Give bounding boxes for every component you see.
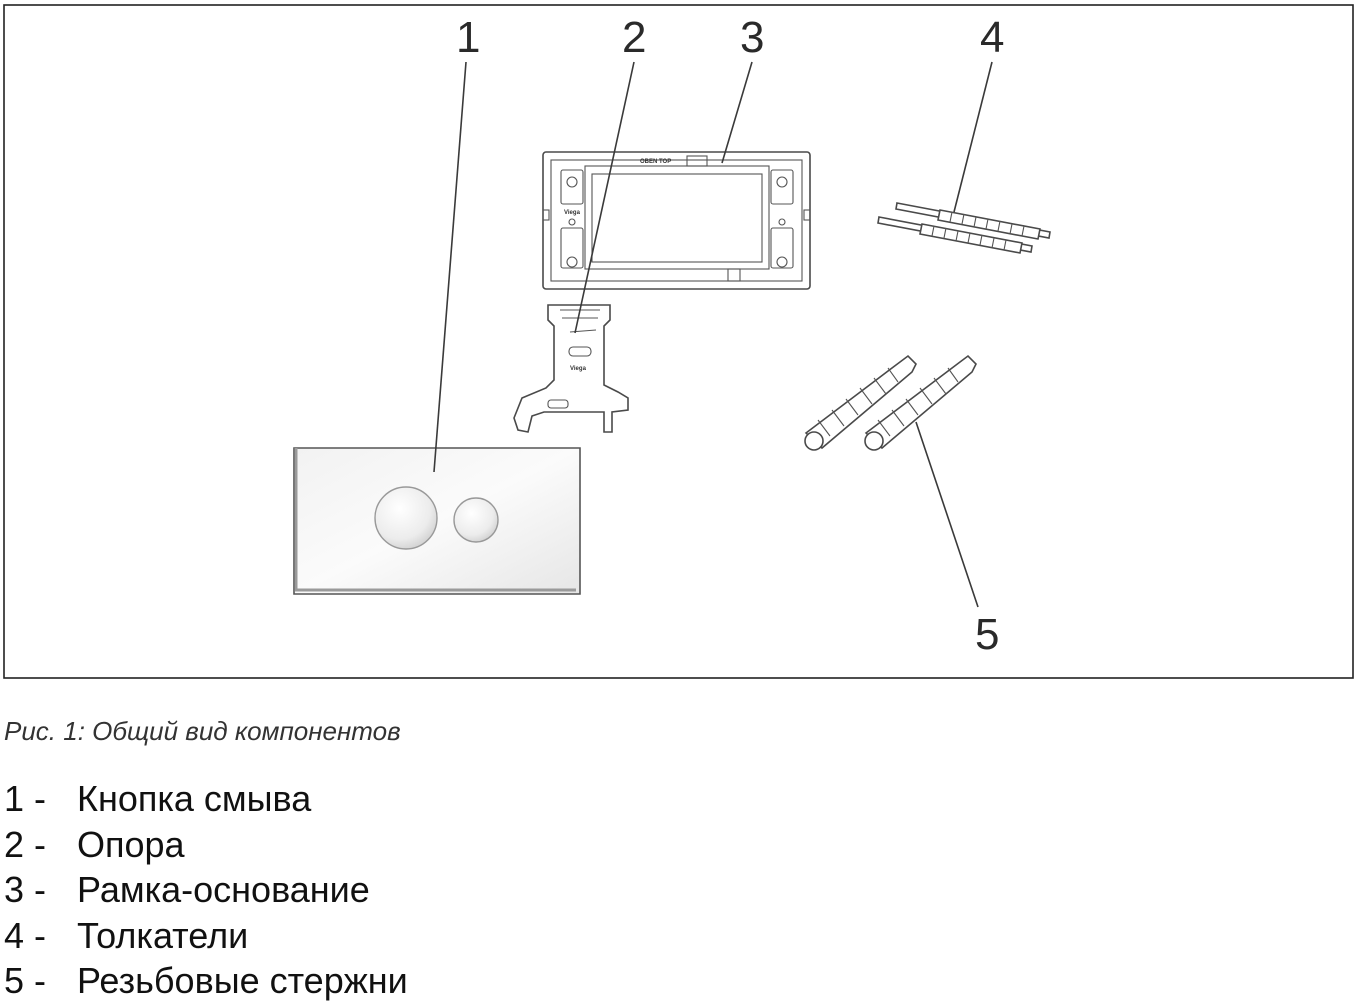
legend-number: 2 - xyxy=(4,823,47,865)
callout-5: 5 xyxy=(975,610,999,659)
legend-item: 2 - Опора xyxy=(4,822,408,868)
components-diagram: OBEN TOP Viega Viega xyxy=(3,4,1354,679)
large-flush-button xyxy=(374,486,438,550)
threaded-rods xyxy=(804,354,977,451)
callout-2: 2 xyxy=(622,13,646,62)
callout-4: 4 xyxy=(980,13,1004,62)
legend-item: 3 - Рамка-основание xyxy=(4,867,408,913)
frame-brand-mark: Viega xyxy=(564,210,581,216)
legend-text: Рамка-основание xyxy=(77,869,370,910)
legend-item: 4 - Толкатели xyxy=(4,913,408,959)
legend-number: 3 - xyxy=(4,869,47,910)
legend-number: 1 - xyxy=(4,778,47,819)
leader-line-1 xyxy=(433,61,467,473)
legend-number: 4 - xyxy=(4,914,47,956)
legend-text: Кнопка смыва xyxy=(77,778,312,819)
figure-border xyxy=(3,4,1354,679)
callout-3: 3 xyxy=(740,13,764,62)
leader-line-5 xyxy=(915,421,979,608)
components-legend: 1 - Кнопка смыва 2 - Опора 3 - Рамка-основа… xyxy=(4,776,408,1004)
legend-item: 5 - Резьбовые стержни xyxy=(4,958,408,1004)
mounting-frame: OBEN TOP Viega xyxy=(542,151,811,290)
bracket-brand-mark: Viega xyxy=(570,366,587,372)
small-flush-button xyxy=(453,497,499,543)
legend-item: 1 - Кнопка смыва xyxy=(4,776,408,822)
callout-1: 1 xyxy=(456,13,480,62)
leader-line-2 xyxy=(574,61,635,334)
frame-top-label: OBEN TOP xyxy=(640,159,671,165)
legend-number: 5 - xyxy=(4,960,47,1001)
push-rods xyxy=(877,202,1051,254)
flush-plate xyxy=(293,447,581,595)
leader-line-4 xyxy=(953,61,993,213)
legend-text: Опора xyxy=(77,823,185,865)
leader-line-3 xyxy=(721,61,753,164)
support-bracket: Viega xyxy=(513,304,629,433)
legend-text: Резьбовые стержни xyxy=(77,960,408,1001)
legend-text: Толкатели xyxy=(77,914,249,956)
figure-caption: Рис. 1: Общий вид компонентов xyxy=(4,716,401,746)
